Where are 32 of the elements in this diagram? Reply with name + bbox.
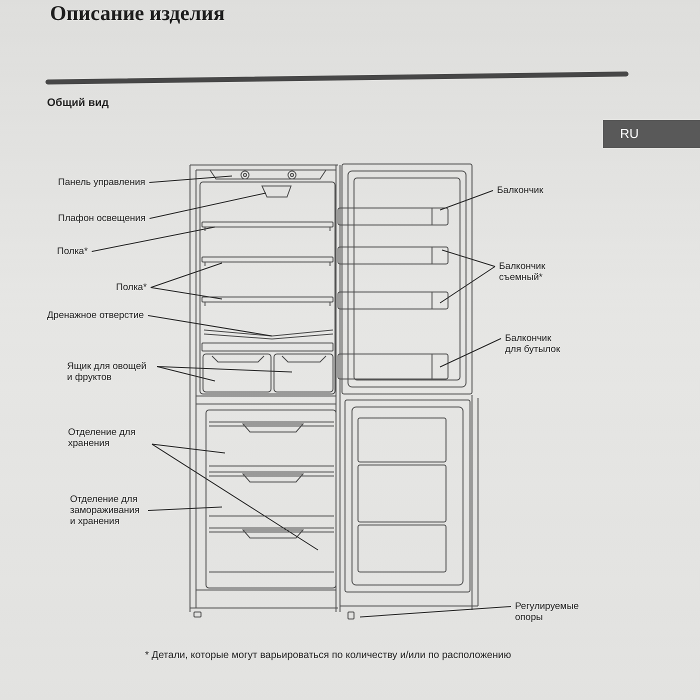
leader-line (150, 262, 222, 288)
part-label: Балкончик (497, 185, 544, 196)
section-heading: Общий вид (47, 97, 109, 110)
leader-line (440, 190, 494, 210)
leader-line (156, 366, 216, 382)
leader-line (150, 287, 222, 300)
leader-line (440, 338, 502, 368)
footnote: * Детали, которые могут варьироваться по количеству и/или по расположению (145, 650, 512, 662)
leader-line (152, 444, 226, 454)
leader-line (148, 176, 232, 183)
leader-line (152, 444, 318, 550)
leader-line (440, 266, 496, 304)
leader-line (147, 315, 272, 336)
part-label: Панель управления (58, 177, 146, 188)
leader-line (360, 606, 512, 618)
part-label: Балкончик съемный* (499, 261, 555, 283)
part-label: Полка* (116, 282, 147, 293)
leader-line (91, 226, 216, 252)
leader-line (156, 366, 292, 372)
page-title: Описание изделия (50, 1, 225, 25)
part-label: Ящик для овощей и фруктов (67, 361, 153, 383)
part-label: Балкончик для бутылок (505, 333, 569, 355)
part-label: Плафон освещения (58, 213, 146, 224)
leader-line (149, 192, 266, 219)
leader-line (442, 250, 496, 267)
leader-line (148, 506, 222, 511)
part-label: Дренажное отверстие (47, 310, 144, 321)
part-label: Полка* (57, 246, 88, 257)
part-label: Регулируемые опоры (515, 601, 591, 623)
part-label: Отделение для замораживания и хранения (70, 494, 144, 527)
language-tab: RU (603, 120, 700, 148)
part-label: Отделение для хранения (68, 427, 148, 449)
